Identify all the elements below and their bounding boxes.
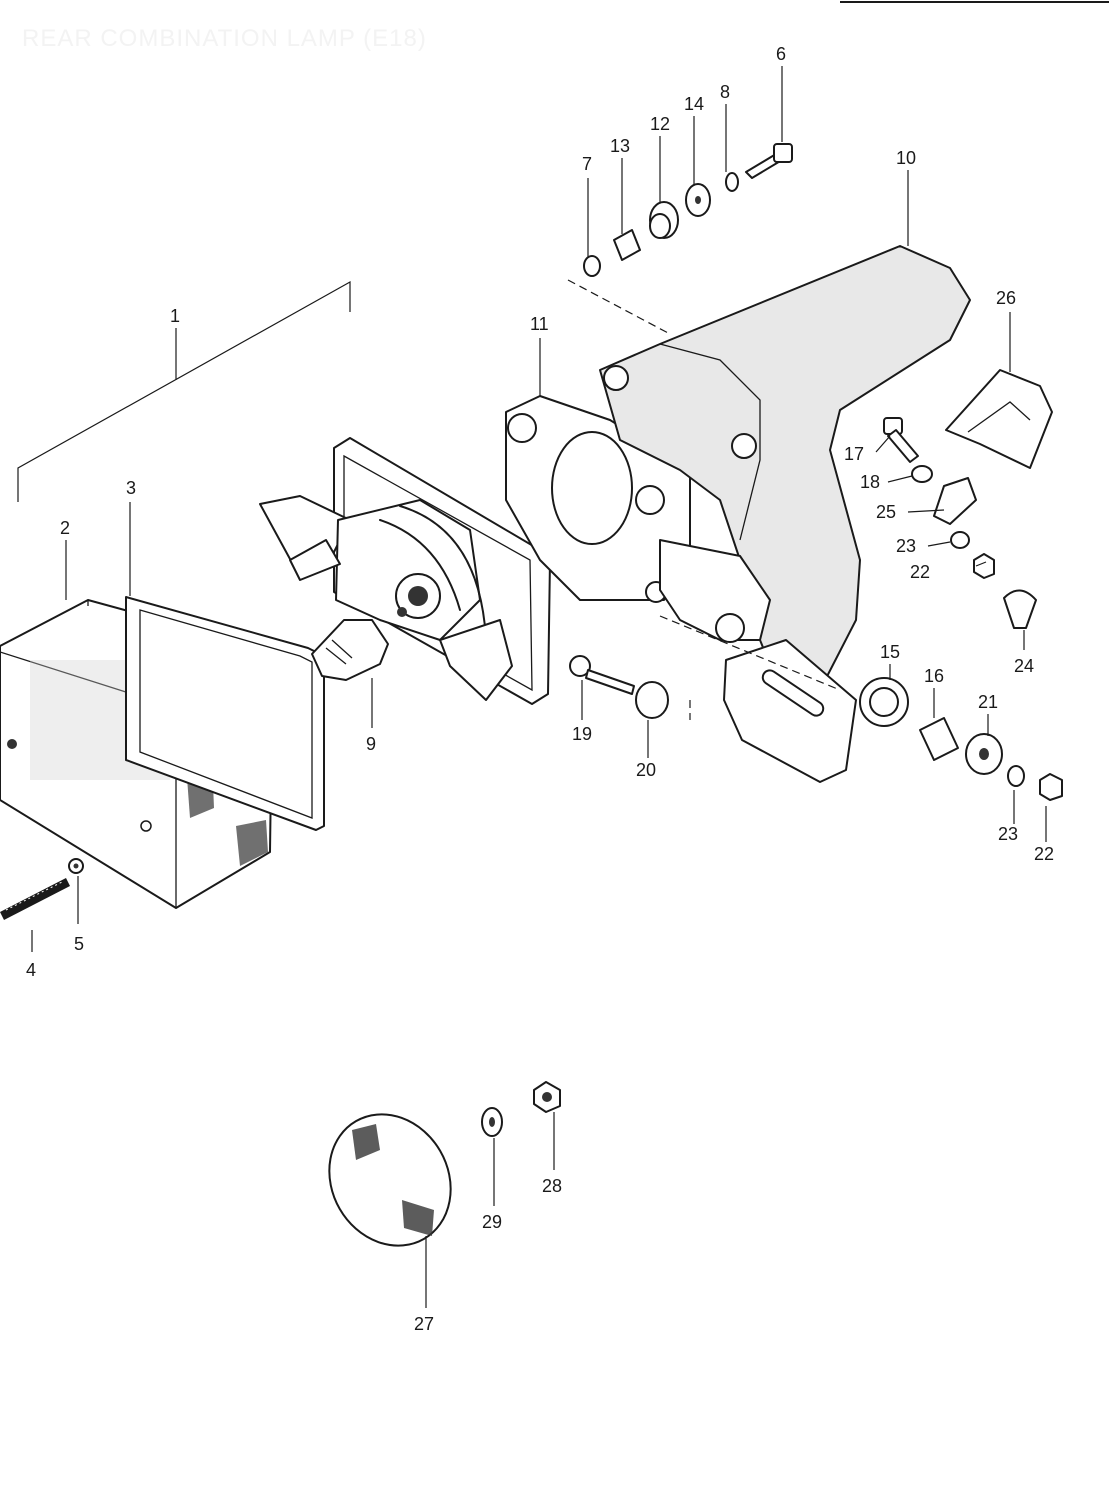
callout-22a: 22 — [910, 562, 930, 582]
callout-26: 26 — [996, 288, 1016, 308]
callout-11: 11 — [530, 314, 549, 334]
callout-14: 14 — [684, 94, 704, 114]
callout-13: 13 — [610, 136, 630, 156]
lower-grommet — [859, 677, 909, 727]
callout-10: 10 — [896, 148, 916, 168]
reflector-washer — [481, 1107, 503, 1137]
callout-4: 4 — [26, 960, 36, 980]
callout-6: 6 — [776, 44, 786, 64]
callout-29: 29 — [482, 1212, 502, 1232]
callout-1: 1 — [170, 306, 180, 326]
assembly-bracket — [17, 280, 351, 502]
callout-8: 8 — [720, 82, 730, 102]
diagram-title: REAR COMBINATION LAMP (E18) — [22, 25, 427, 52]
side-nut — [973, 553, 995, 579]
callout-23b: 23 — [998, 824, 1018, 844]
callout-19: 19 — [572, 724, 592, 744]
reflector-nut — [533, 1081, 561, 1113]
callout-22b: 22 — [1034, 844, 1054, 864]
side-bolt — [883, 417, 919, 463]
callout-labels: 1 2 3 4 5 6 7 8 9 10 11 12 13 14 15 16 1… — [26, 44, 1054, 1334]
callout-15: 15 — [880, 642, 900, 662]
top-collar — [613, 229, 641, 261]
rubber-bumper — [1003, 589, 1037, 629]
callout-7: 7 — [582, 154, 592, 174]
rear-bracket — [599, 245, 971, 783]
lower-nut — [1039, 773, 1063, 801]
lens-screw — [0, 878, 70, 920]
lamp-housing — [259, 437, 551, 705]
lower-lock-washer — [1007, 765, 1025, 787]
callout-12: 12 — [650, 114, 670, 134]
callout-24: 24 — [1014, 656, 1034, 676]
lens-washer — [68, 858, 84, 874]
callout-25: 25 — [876, 502, 896, 522]
callout-18: 18 — [860, 472, 880, 492]
top-lock-washer — [725, 172, 739, 192]
lamp-bulb — [311, 619, 389, 728]
reflector — [328, 1113, 452, 1247]
callout-3: 3 — [126, 478, 136, 498]
lower-washer-2 — [965, 733, 1003, 775]
top-washer — [685, 183, 711, 217]
cover-cap — [945, 369, 1053, 469]
side-clip — [933, 477, 977, 525]
lower-collar — [919, 717, 959, 761]
lower-washer — [635, 681, 669, 719]
side-washer — [911, 465, 933, 483]
lower-dash-line — [659, 615, 841, 720]
callout-21: 21 — [978, 692, 998, 712]
lower-bolt — [569, 655, 635, 695]
callout-5: 5 — [74, 934, 84, 954]
callout-23a: 23 — [896, 536, 916, 556]
callout-28: 28 — [542, 1176, 562, 1196]
leader-lines — [31, 66, 1047, 1308]
top-dash-line — [567, 279, 671, 335]
callout-17: 17 — [844, 444, 864, 464]
top-bolt — [745, 143, 793, 179]
callout-2: 2 — [60, 518, 70, 538]
side-lock-washer — [950, 531, 970, 549]
top-nut — [583, 255, 601, 277]
callout-16: 16 — [924, 666, 944, 686]
callout-20: 20 — [636, 760, 656, 780]
top-grommet — [649, 201, 679, 239]
callout-27: 27 — [414, 1314, 434, 1334]
callout-9: 9 — [366, 734, 376, 754]
lens-gasket — [125, 596, 325, 831]
